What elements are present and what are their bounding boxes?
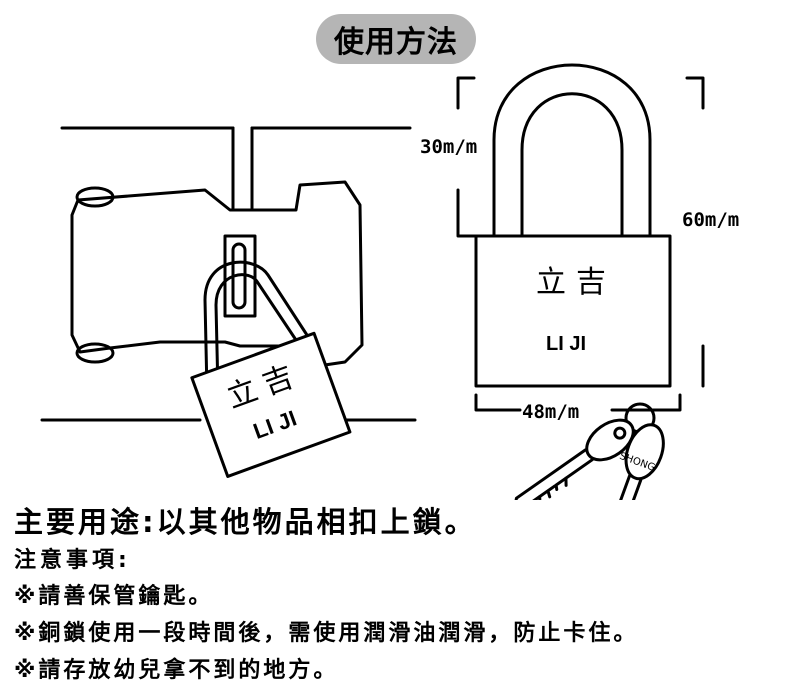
text-block: 主要用途:以其他物品相扣上鎖。 注意事項: ※請善保管鑰匙。 ※銅鎖使用一段時間…: [14, 500, 794, 689]
note-item: ※銅鎖使用一段時間後，需使用潤滑油潤滑，防止卡住。: [14, 621, 639, 646]
note-item: ※請善保管鑰匙。: [14, 584, 214, 609]
dimension-lock: [456, 63, 705, 412]
dim-tick-left: [456, 188, 478, 238]
hinge-pin-bottom: [75, 342, 115, 364]
dim-label-30: 30m/m: [420, 136, 477, 158]
illustration: 立吉 LI JI SHONG: [40, 63, 739, 500]
dim-bracket-top-right: [685, 76, 705, 110]
dim-bracket-top-left: [456, 76, 476, 110]
hasp-illustration: [40, 126, 417, 478]
door-gap-line: [231, 126, 254, 210]
notes-heading: 注意事項:: [14, 548, 131, 573]
keys: [513, 402, 665, 500]
hasp-lock-shackle-inner: [214, 273, 306, 394]
dim-bracket-bottom-right: [610, 393, 682, 412]
dim-label-48: 48m/m: [522, 401, 579, 423]
dim-label-60: 60m/m: [682, 209, 739, 231]
key-blade-2: [599, 474, 643, 500]
key-blade-1: [513, 448, 594, 500]
page-title: 使用方法: [334, 25, 458, 60]
title-pill: 使用方法: [316, 14, 476, 64]
padlock-label-en: LI JI: [546, 333, 586, 355]
note-item: ※請存放幼兒拿不到的地方。: [14, 658, 339, 683]
key-head-2: [624, 423, 665, 481]
hasp-lock-body: [190, 331, 352, 478]
padlock-shackle: [492, 63, 652, 238]
key-head-1: [585, 418, 635, 462]
hinge-pin-top: [75, 186, 115, 208]
staple-plate: [223, 234, 257, 318]
padlock-body: [474, 234, 672, 388]
hasp-lock-shackle: [203, 260, 320, 394]
padlock-label-cn: 立吉: [536, 265, 616, 300]
padlock-shackle-inner: [520, 92, 624, 238]
dim-bracket-bottom-left: [474, 393, 522, 412]
main-use: 主要用途:以其他物品相扣上鎖。: [14, 505, 477, 539]
